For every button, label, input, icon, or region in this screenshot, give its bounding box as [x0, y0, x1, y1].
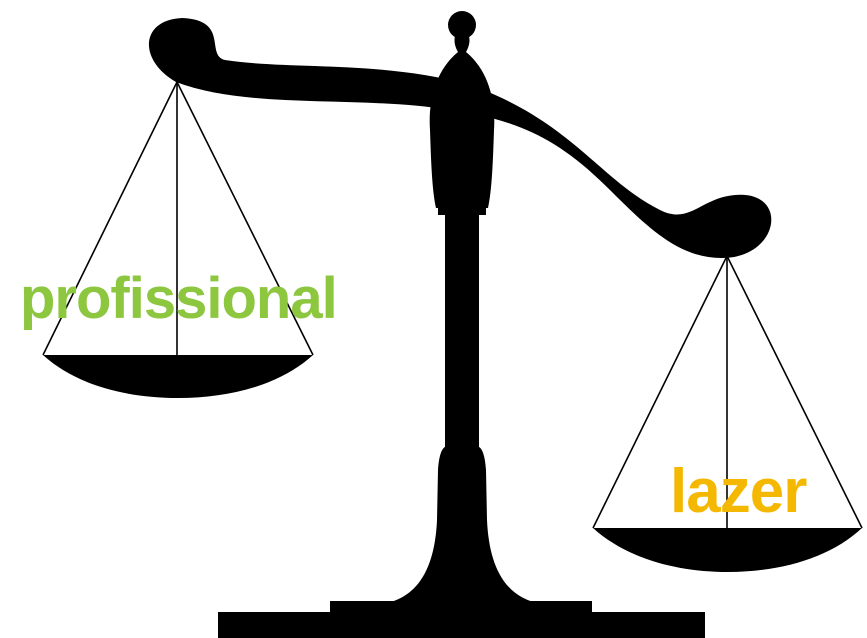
left-pan-strings — [42, 81, 314, 356]
scale-collar — [438, 205, 486, 215]
scale-base — [218, 612, 705, 638]
right-pan — [593, 528, 862, 572]
scale-base-step — [330, 601, 592, 615]
scale-pillar-foot — [382, 446, 542, 604]
scale-finial — [448, 11, 476, 39]
scale-pillar — [445, 190, 479, 460]
scale-center-ornament — [429, 30, 495, 208]
scale-beam — [148, 18, 772, 258]
left-pan-label: profissional — [20, 266, 338, 331]
left-pan — [43, 355, 313, 398]
right-pan-strings — [592, 255, 863, 529]
right-pan-label: lazer — [670, 457, 807, 526]
